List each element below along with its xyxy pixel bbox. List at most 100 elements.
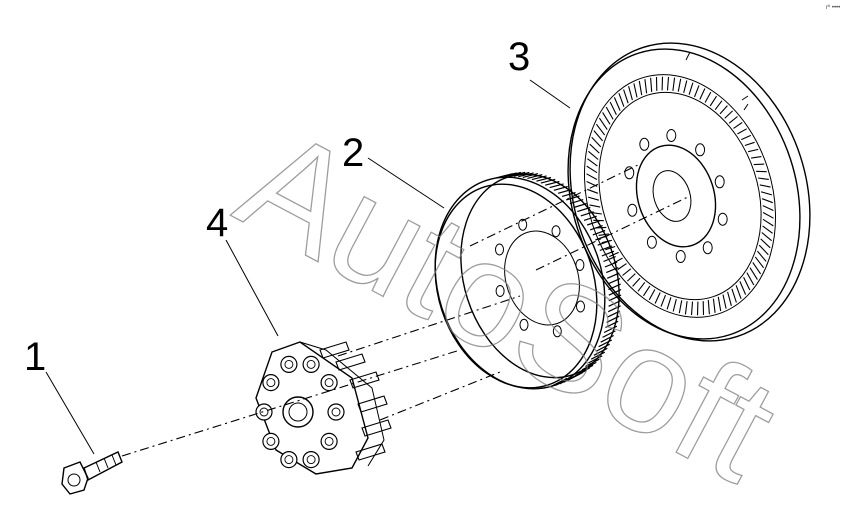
leader-lines: [45, 79, 571, 455]
hub-nut: [320, 374, 338, 392]
pulley-groove: [583, 215, 597, 221]
flywheel-tooth: [758, 177, 769, 180]
flywheel-tooth: [741, 134, 752, 141]
pulley-groove: [581, 361, 597, 371]
flywheel-tooth: [595, 123, 606, 136]
hub-nut: [280, 355, 298, 373]
pulley-groove: [608, 294, 622, 302]
flywheel-tooth: [589, 143, 600, 154]
pulley-bolt-holes: [495, 218, 585, 338]
flywheel-tooth: [754, 256, 765, 269]
pulley-bolt-hole: [495, 285, 505, 297]
flywheel-tooth: [650, 77, 653, 92]
pulley-groove: [608, 289, 622, 296]
flywheel-tooth: [627, 273, 636, 282]
pulley-bolt-hole: [495, 243, 504, 256]
pulley-groove: [600, 334, 614, 343]
hub-nut-center: [331, 407, 341, 417]
flywheel-tooth: [744, 141, 755, 147]
flywheel-bolt-hole: [717, 212, 728, 226]
hub-nut-center: [306, 455, 316, 465]
pulley-groove: [565, 195, 580, 201]
pulley-groove: [578, 364, 594, 374]
flywheel-tooth: [760, 191, 773, 196]
pulley-groove: [513, 171, 530, 177]
callout-4: 4: [206, 201, 228, 245]
flywheel-bolt-hole: [714, 175, 725, 189]
flywheel-tooth: [717, 296, 722, 312]
flywheel-tooth: [739, 281, 747, 295]
hub-nut: [262, 374, 280, 392]
hub-nut: [255, 403, 273, 421]
pulley-bolt-hole: [519, 318, 529, 331]
hub-nut: [280, 451, 298, 469]
hub-studs: [319, 341, 392, 461]
flywheel-tooth: [756, 250, 767, 262]
hub-nut-center: [266, 378, 276, 388]
pulley-groove: [604, 261, 618, 268]
flywheel-tooth: [591, 212, 602, 215]
pulley-groove: [522, 173, 539, 178]
hub-nut: [302, 451, 320, 469]
pulley-groove: [596, 343, 610, 352]
flywheel-tooth: [683, 80, 688, 94]
callout-1: 1: [24, 335, 46, 379]
flywheel-tooth: [747, 148, 759, 153]
flywheel-tooth: [666, 76, 670, 91]
pulley-bolt-hole: [551, 225, 561, 238]
flywheel-tooth: [760, 238, 771, 249]
pulley-groove: [536, 176, 552, 182]
pulley-groove: [569, 199, 584, 205]
flywheel-tooth: [623, 89, 629, 104]
pulley-groove: [597, 240, 611, 246]
hub-nut-center: [284, 359, 294, 369]
flywheel-tooth: [609, 101, 617, 116]
flywheel-tooth: [608, 251, 619, 258]
flywheel-tooth: [644, 79, 648, 94]
pulley-groove: [605, 267, 619, 274]
flywheel-tooth: [587, 188, 599, 194]
pulley-groove: [553, 185, 568, 191]
pulley-groove: [561, 192, 576, 197]
pulley-groove: [518, 172, 534, 178]
flywheel-tooth: [749, 267, 758, 280]
hub-nuts: [255, 355, 345, 469]
hub-nut-center: [259, 407, 269, 417]
flywheel-tooth: [761, 232, 772, 242]
flywheel-tooth: [654, 292, 661, 304]
pulley-groove: [606, 315, 620, 323]
callout-2: 2: [342, 131, 364, 175]
flywheel-tooth: [762, 205, 774, 211]
flywheel-tooth: [598, 233, 609, 236]
flywheel-tooth: [761, 198, 773, 204]
flywheel-tooth: [731, 288, 737, 303]
flywheel-tooth: [598, 117, 608, 130]
pulley-groove: [607, 305, 621, 313]
flywheel-tooth: [762, 212, 774, 219]
flywheel-tooth: [746, 272, 755, 286]
flywheel-tooth: [643, 285, 651, 297]
flywheel-tooth: [727, 291, 732, 306]
flywheel-tooth: [633, 83, 638, 98]
flywheel-tooth: [589, 204, 601, 208]
flywheel-tooth: [728, 116, 738, 124]
pulley-groove: [573, 202, 587, 209]
flywheel-tooth: [743, 276, 751, 291]
flywheel-tooth: [690, 301, 694, 316]
flywheel-tooth: [758, 244, 769, 256]
flywheel-bolt-hole: [675, 250, 686, 263]
pulley-groove: [527, 174, 543, 179]
pulley-groove: [585, 358, 600, 368]
corner-mark: rº ••••: [826, 4, 840, 11]
hub-stud: [319, 341, 350, 359]
flywheel: [567, 42, 811, 342]
flywheel-tooth: [719, 105, 728, 115]
pulley-groove: [608, 283, 621, 291]
flywheel-tooth: [593, 130, 604, 142]
pulley-groove: [587, 220, 600, 226]
pulley-groove: [605, 320, 619, 329]
pulley-groove: [509, 171, 526, 177]
coupling-hub: [255, 341, 392, 475]
flywheel-tooth: [660, 294, 667, 307]
flywheel-tooth: [762, 225, 773, 234]
